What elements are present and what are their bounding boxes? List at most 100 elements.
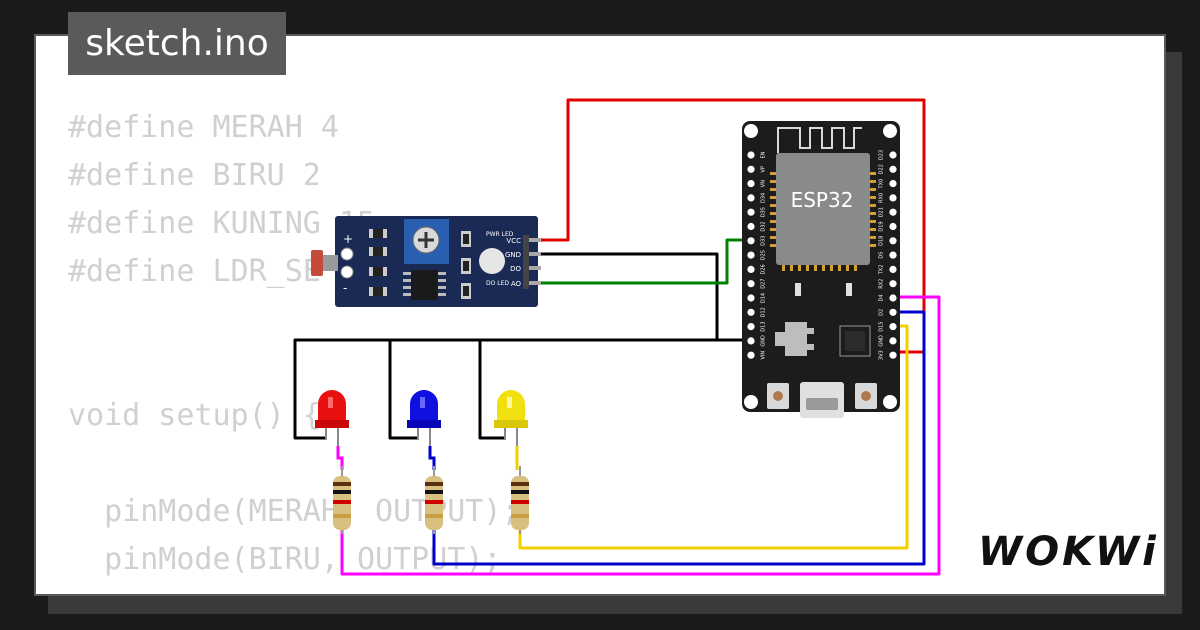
resistor-yellow[interactable] bbox=[511, 466, 529, 534]
code-background: #define MERAH 4#define BIRU 2#define KUN… bbox=[68, 104, 538, 594]
wire-ao[interactable] bbox=[540, 238, 752, 285]
esp32-pin-hole[interactable] bbox=[747, 208, 755, 216]
code-line: #define MERAH 4 bbox=[68, 110, 339, 145]
esp32-pin-hole[interactable] bbox=[747, 351, 755, 359]
esp32-pin-label: GND bbox=[879, 335, 885, 347]
esp32-pin-hole[interactable] bbox=[889, 237, 897, 245]
esp32-pin-label: VP bbox=[761, 166, 767, 172]
esp32-pins: ENVPVND34D35D32D33D25D26D27D14D12D13GNDV… bbox=[747, 150, 897, 360]
wire-yellow-led[interactable] bbox=[518, 324, 909, 550]
esp32-pin-label: EN bbox=[761, 151, 767, 158]
esp32-pin-hole[interactable] bbox=[747, 323, 755, 331]
esp32-pin-label: D33 bbox=[761, 236, 767, 246]
code-line: void setup() { bbox=[68, 398, 321, 433]
esp32-pin-label: D12 bbox=[761, 307, 767, 317]
esp32-module bbox=[776, 153, 870, 265]
pin-label-ao: AO bbox=[511, 280, 522, 288]
wires bbox=[293, 98, 941, 576]
esp32-pin-label: D32 bbox=[761, 221, 767, 231]
esp32-pin-label: VIN bbox=[761, 351, 767, 360]
esp32-pin-label: D19 bbox=[879, 221, 885, 231]
wokwi-logo: WOKWi bbox=[978, 529, 1159, 575]
wire-vcc[interactable] bbox=[540, 98, 926, 354]
file-name-tab: sketch.ino bbox=[68, 12, 286, 75]
pin-label-gnd: GND bbox=[505, 251, 521, 259]
resistor-red[interactable] bbox=[333, 466, 351, 534]
project-preview-card: #define MERAH 4#define BIRU 2#define KUN… bbox=[34, 34, 1166, 596]
wire-gnd-module[interactable] bbox=[540, 252, 752, 342]
esp32-pin-hole[interactable] bbox=[889, 337, 897, 345]
code-line: pinMode(MERAH, OUTPUT); bbox=[68, 494, 520, 529]
esp32-pin-label: RX0 bbox=[879, 193, 885, 203]
pin-label-vcc: VCC bbox=[506, 237, 521, 245]
esp32-pin-hole[interactable] bbox=[889, 351, 897, 359]
resistor-blue[interactable] bbox=[425, 466, 443, 534]
esp32-pin-hole[interactable] bbox=[747, 237, 755, 245]
esp32-pin-hole[interactable] bbox=[889, 180, 897, 188]
code-line: pinMode(BIRU, OUTPUT); bbox=[68, 542, 502, 577]
chip-label: ESP32 bbox=[791, 188, 854, 212]
esp32-pin-hole[interactable] bbox=[747, 165, 755, 173]
esp32-pin-label: TX0 bbox=[879, 179, 885, 190]
esp32-pin-label: D22 bbox=[879, 164, 885, 174]
esp32-pin-hole[interactable] bbox=[889, 151, 897, 159]
wire-blue-led-resistor[interactable] bbox=[428, 446, 436, 470]
minus-label: - bbox=[343, 281, 347, 295]
esp32-pin-hole[interactable] bbox=[889, 194, 897, 202]
code-line: #define BIRU 2 bbox=[68, 158, 321, 193]
pwr-led-label: PWR LED bbox=[486, 231, 514, 238]
esp32-board[interactable]: ESP32 ENVPVND34D35D32D33D25D26D27D14D12D… bbox=[742, 121, 900, 418]
esp32-pin-hole[interactable] bbox=[889, 308, 897, 316]
esp32-pin-hole[interactable] bbox=[747, 294, 755, 302]
esp32-pin-hole[interactable] bbox=[889, 222, 897, 231]
esp32-pin-hole[interactable] bbox=[747, 180, 755, 188]
code-line: pinMode(KUNING, OUTPUT); bbox=[68, 584, 538, 594]
esp32-pin-label: D23 bbox=[879, 150, 885, 160]
esp32-pin-label: GND bbox=[761, 335, 767, 347]
esp32-pin-label: D25 bbox=[761, 250, 767, 260]
esp32-pin-label: 3V3 bbox=[879, 350, 885, 360]
esp32-pin-hole[interactable] bbox=[747, 308, 755, 316]
yellow-led[interactable] bbox=[494, 390, 528, 446]
esp32-pin-hole[interactable] bbox=[889, 208, 897, 216]
esp32-pin-label: D13 bbox=[761, 321, 767, 331]
esp32-pin-label: D2 bbox=[879, 309, 885, 316]
esp32-pin-label: TX2 bbox=[879, 265, 885, 276]
red-led[interactable] bbox=[315, 390, 349, 446]
esp32-pin-label: RX2 bbox=[879, 279, 885, 289]
wire-red-led-resistor[interactable] bbox=[336, 446, 344, 470]
esp32-pin-label: D5 bbox=[879, 252, 885, 259]
wire-gnd-leds[interactable] bbox=[293, 338, 752, 440]
esp32-pin-hole[interactable] bbox=[889, 251, 897, 259]
module-pads bbox=[770, 172, 876, 271]
wire-red-led[interactable] bbox=[340, 295, 941, 576]
esp32-pin-label: VN bbox=[761, 180, 767, 187]
esp32-pin-label: D26 bbox=[761, 264, 767, 274]
esp32-pin-hole[interactable] bbox=[889, 265, 897, 273]
esp32-pin-hole[interactable] bbox=[889, 280, 897, 288]
esp32-pin-hole[interactable] bbox=[889, 294, 897, 302]
esp32-pin-hole[interactable] bbox=[747, 194, 755, 202]
esp32-pin-hole[interactable] bbox=[747, 280, 755, 288]
esp32-pin-label: D21 bbox=[879, 207, 885, 217]
do-led-label: DO LED bbox=[486, 280, 509, 287]
esp32-pin-hole[interactable] bbox=[747, 251, 755, 259]
plus-label: + bbox=[343, 232, 353, 246]
esp32-pin-hole[interactable] bbox=[747, 265, 755, 273]
esp32-pin-label: D35 bbox=[761, 207, 767, 217]
esp32-pin-hole[interactable] bbox=[747, 222, 755, 231]
antenna-trace bbox=[777, 127, 862, 153]
esp32-pin-hole[interactable] bbox=[747, 337, 755, 345]
blue-led[interactable] bbox=[407, 390, 441, 446]
led-indicator bbox=[479, 248, 505, 274]
esp32-pin-hole[interactable] bbox=[889, 165, 897, 173]
esp32-pin-hole[interactable] bbox=[889, 323, 897, 331]
esp32-pin-hole[interactable] bbox=[747, 151, 755, 159]
esp32-pin-label: D18 bbox=[879, 236, 885, 246]
ldr-sensor-module[interactable]: + - PWR LED DO LED VCC GND DO AO bbox=[311, 216, 541, 307]
esp32-pin-label: D15 bbox=[879, 321, 885, 331]
esp32-pin-label: D14 bbox=[761, 293, 767, 303]
wire-blue-led[interactable] bbox=[432, 310, 926, 566]
code-line: #define LDR_SE bbox=[68, 254, 321, 289]
